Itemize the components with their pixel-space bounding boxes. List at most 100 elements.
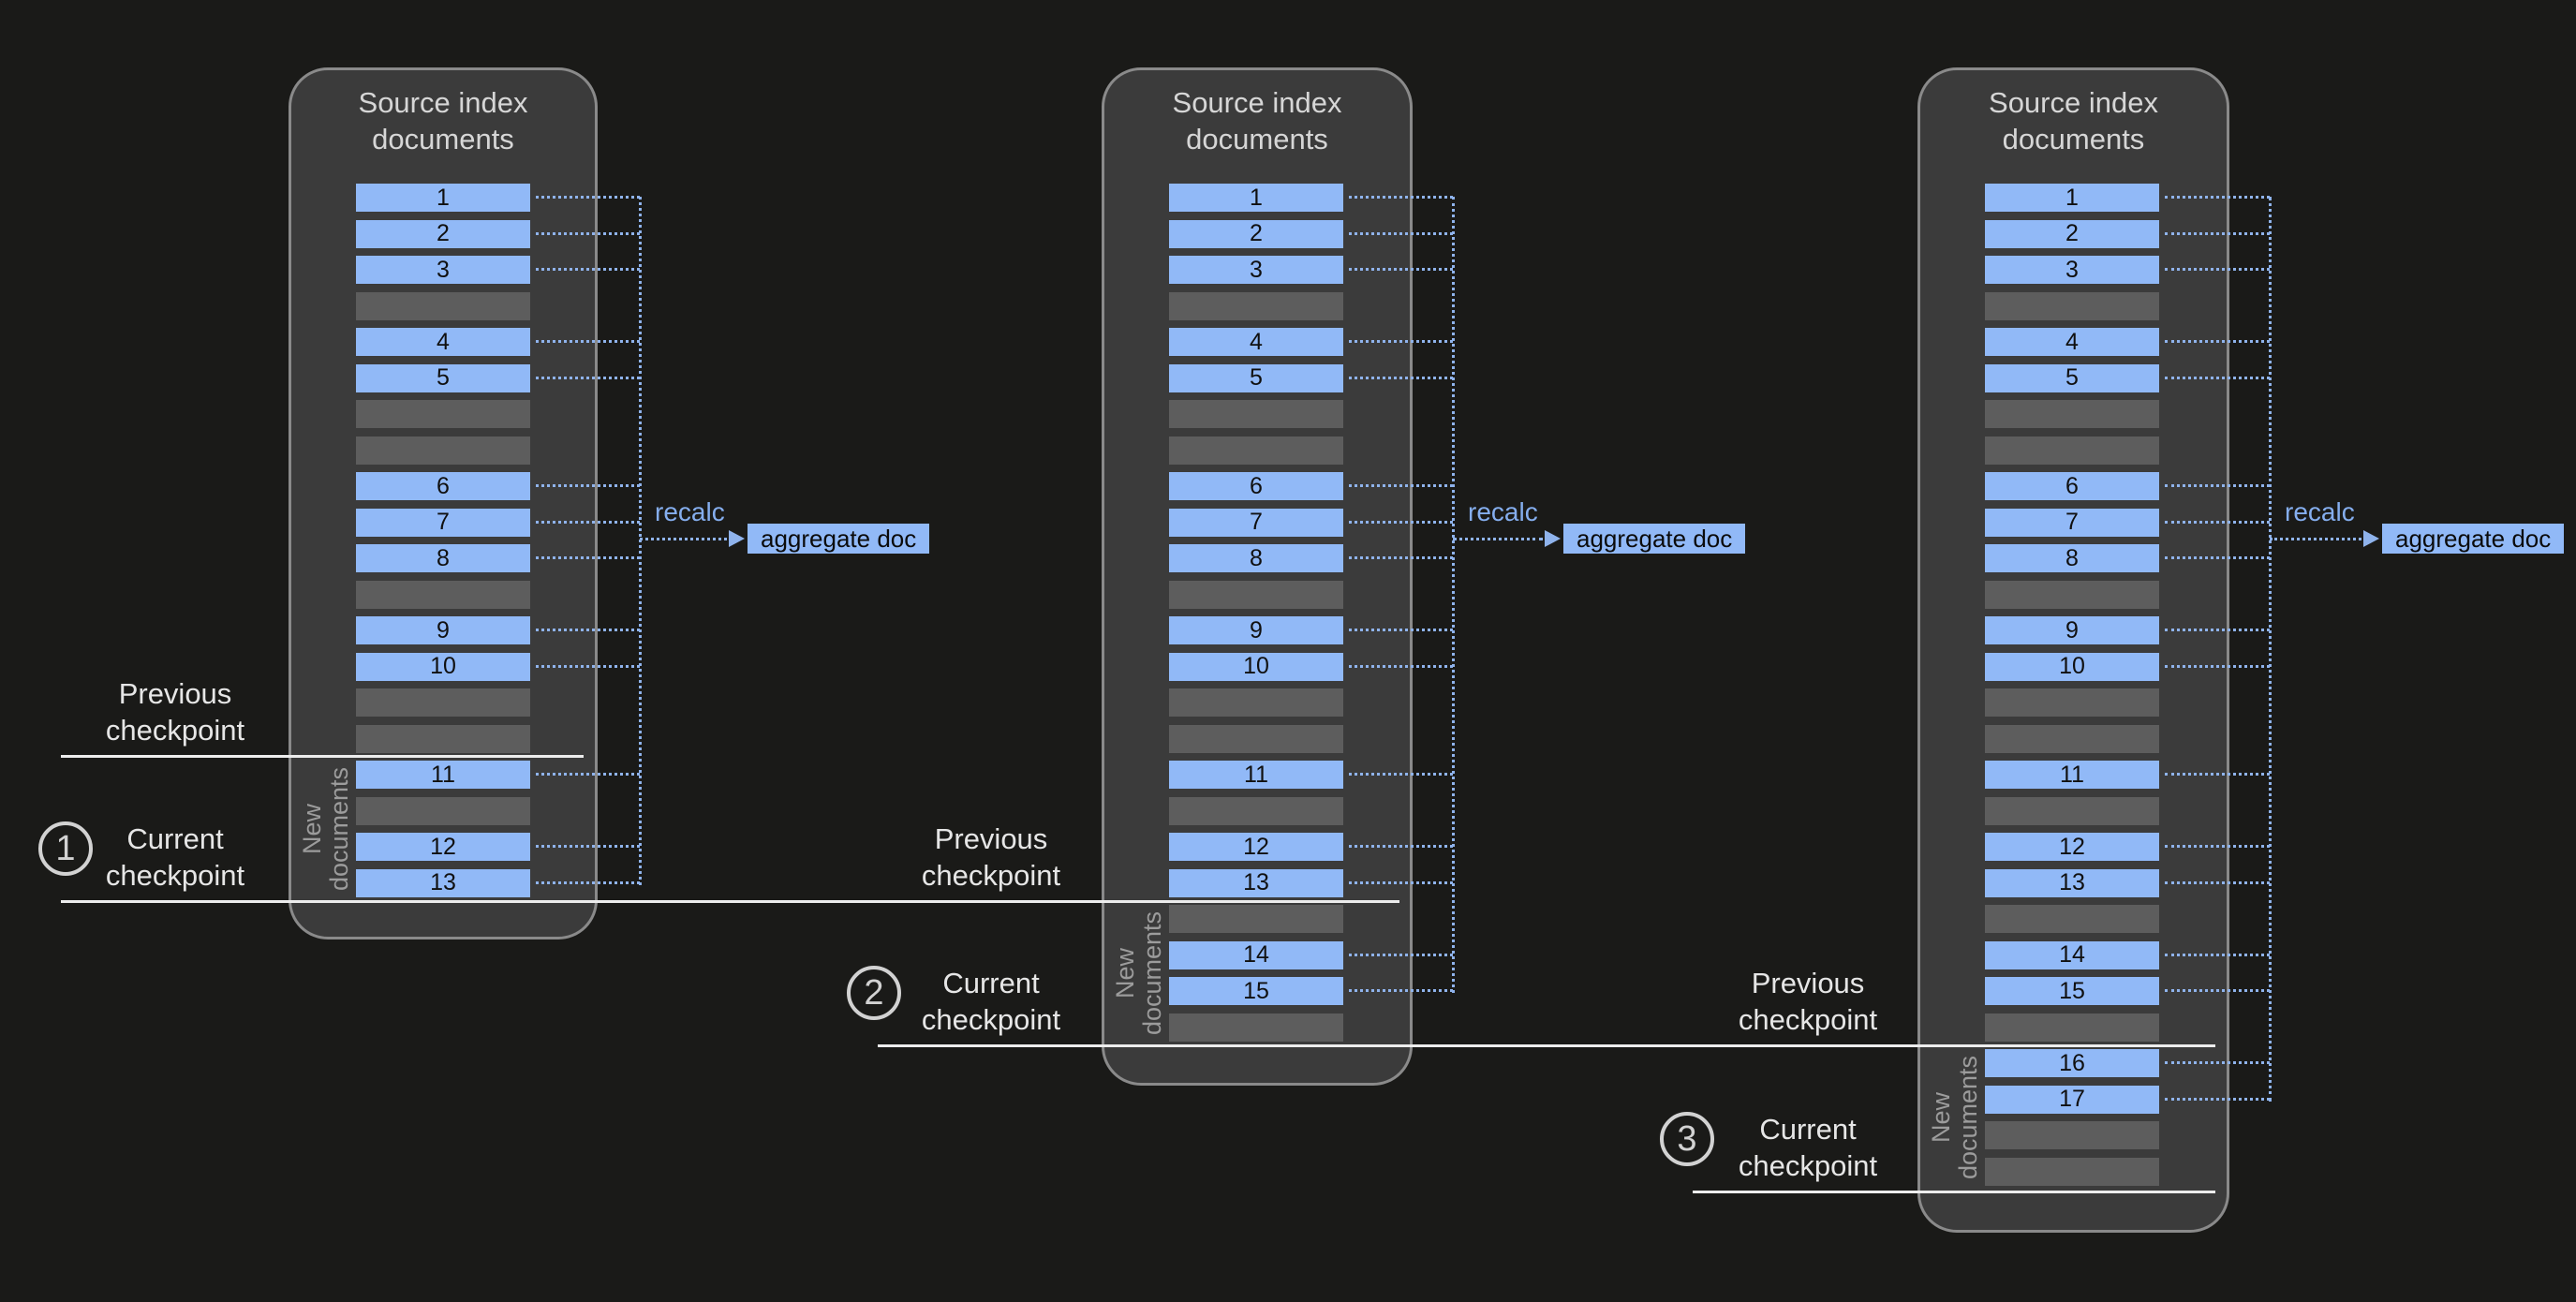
doc-number: 13 — [2059, 869, 2085, 895]
doc-connector-line — [2165, 340, 2270, 343]
doc-number: 11 — [1244, 761, 1268, 788]
doc-bar: 8 — [1169, 544, 1343, 572]
doc-number: 11 — [2060, 761, 2084, 788]
doc-number: 15 — [2059, 977, 2085, 1004]
doc-number: 6 — [1250, 472, 1263, 499]
doc-bar: 1 — [1169, 184, 1343, 212]
recalc-arrow — [1453, 538, 1543, 540]
doc-number: 7 — [1250, 509, 1263, 535]
empty-slot-bar — [1985, 400, 2159, 428]
empty-slot-bar — [1169, 796, 1343, 825]
doc-bar: 15 — [1985, 977, 2159, 1005]
empty-slot-bar — [356, 796, 530, 825]
doc-number: 5 — [2065, 364, 2079, 391]
doc-connector-line — [2165, 880, 2270, 884]
empty-slot-bar — [1985, 796, 2159, 825]
doc-bar: 15 — [1169, 977, 1343, 1005]
doc-connector-line — [536, 484, 640, 487]
doc-number: 5 — [437, 364, 450, 391]
doc-bar: 6 — [1169, 472, 1343, 500]
doc-connector-line — [2165, 376, 2270, 379]
doc-number: 14 — [1243, 941, 1269, 968]
empty-slot-bar — [356, 688, 530, 717]
doc-connector-line — [2165, 231, 2270, 235]
doc-bar: 3 — [1985, 256, 2159, 284]
checkpoint-label-line-2: checkpoint — [105, 859, 245, 892]
checkpoint-line — [61, 755, 584, 758]
doc-number: 1 — [2065, 184, 2079, 211]
checkpoint-label-line-2: checkpoint — [1738, 1003, 1878, 1036]
doc-connector-line — [2165, 845, 2270, 848]
doc-number: 8 — [1250, 544, 1263, 571]
doc-connector-line — [1349, 880, 1453, 884]
doc-number: 6 — [2065, 472, 2079, 499]
doc-number: 9 — [437, 616, 450, 644]
empty-slot-bar — [356, 436, 530, 465]
empty-slot-bar — [1169, 688, 1343, 717]
panel-title-line-1: Source index — [1172, 86, 1342, 119]
doc-bar: 3 — [1169, 256, 1343, 284]
empty-slot-bar — [356, 580, 530, 609]
doc-bar: 6 — [1985, 472, 2159, 500]
doc-bar: 2 — [1169, 219, 1343, 248]
doc-number: 6 — [437, 472, 450, 499]
recalc-arrow — [2270, 538, 2361, 540]
doc-bar: 12 — [1169, 833, 1343, 861]
doc-connector-line — [2165, 629, 2270, 631]
doc-connector-line — [2165, 989, 2270, 992]
doc-number: 16 — [2059, 1049, 2085, 1076]
doc-number: 9 — [1250, 616, 1263, 644]
aggregate-doc-box: aggregate doc — [748, 524, 930, 554]
doc-connector-line — [536, 845, 640, 848]
doc-connector-line — [536, 376, 640, 379]
doc-number: 13 — [1243, 869, 1269, 895]
aggregate-doc-box: aggregate doc — [2382, 524, 2565, 554]
doc-number: 12 — [2059, 833, 2085, 860]
aggregate-doc-box: aggregate doc — [1563, 524, 1746, 554]
doc-number: 2 — [437, 220, 450, 246]
doc-bar: 7 — [1169, 508, 1343, 537]
doc-connector-line — [2165, 196, 2270, 199]
doc-number: 7 — [2065, 509, 2079, 535]
doc-bar: 12 — [1985, 833, 2159, 861]
doc-connector-line — [2165, 1061, 2270, 1064]
doc-connector-line — [2165, 1097, 2270, 1101]
empty-slot-bar — [356, 724, 530, 753]
checkpoint-line — [61, 900, 1399, 903]
checkpoint-badge: 2 — [847, 966, 901, 1020]
doc-bar: 5 — [1169, 363, 1343, 392]
doc-connector-line — [2165, 484, 2270, 487]
doc-number: 9 — [2065, 616, 2079, 644]
doc-connector-line — [2165, 953, 2270, 956]
recalc-arrowhead — [1545, 530, 1561, 547]
bracket-line — [2269, 197, 2272, 1102]
doc-bar: 11 — [1985, 761, 2159, 789]
doc-number: 4 — [1250, 328, 1263, 355]
empty-slot-bar — [1985, 291, 2159, 320]
empty-slot-bar — [1985, 436, 2159, 465]
checkpoint-badge: 3 — [1660, 1112, 1714, 1166]
doc-number: 4 — [437, 328, 450, 355]
doc-number: 4 — [2065, 328, 2079, 355]
doc-bar: 10 — [356, 652, 530, 681]
doc-connector-line — [536, 629, 640, 631]
empty-slot-bar — [1985, 905, 2159, 933]
doc-connector-line — [1349, 556, 1453, 559]
checkpoint-badge: 1 — [38, 821, 93, 876]
empty-slot-bar — [1169, 905, 1343, 933]
doc-connector-line — [536, 664, 640, 668]
checkpoint-label-line-2: checkpoint — [921, 859, 1061, 892]
doc-number: 12 — [430, 833, 456, 860]
doc-bar: 4 — [1985, 328, 2159, 356]
doc-number: 17 — [2059, 1086, 2085, 1112]
doc-bar: 16 — [1985, 1049, 2159, 1077]
doc-connector-line — [536, 880, 640, 884]
doc-bar: 1 — [1985, 184, 2159, 212]
recalc-arrow — [640, 538, 727, 540]
panel-title-line-1: Source index — [358, 86, 528, 119]
doc-number: 14 — [2059, 941, 2085, 968]
doc-number: 7 — [437, 509, 450, 535]
